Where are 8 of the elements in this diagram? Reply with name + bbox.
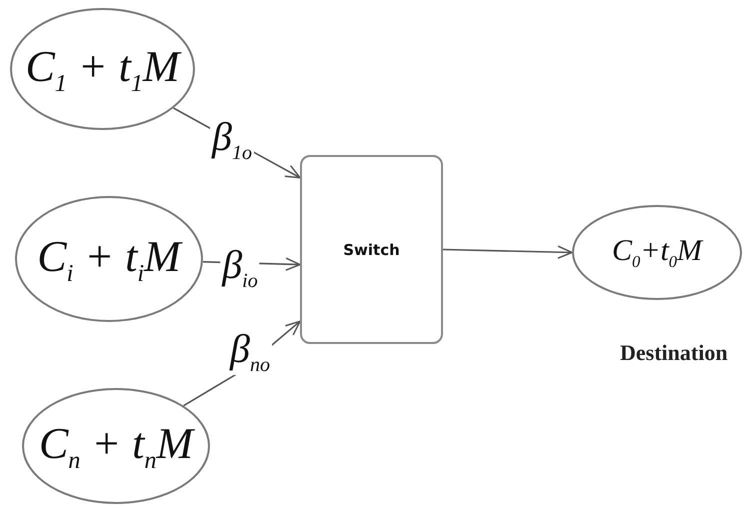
node-label: Switch	[343, 240, 400, 258]
switch-box	[300, 155, 443, 344]
formula: C$_{i}$ + t$_{i}$M	[37, 230, 181, 288]
formula: C$_{n}$ + t$_{n}$M	[38, 418, 194, 474]
node-caption: Destination	[620, 340, 728, 366]
arrow	[442, 245, 573, 259]
formula: C$_{1}$ + t$_{1}$M	[25, 40, 180, 98]
formula: C$_{0}$+t$_{0}$M	[612, 234, 702, 272]
